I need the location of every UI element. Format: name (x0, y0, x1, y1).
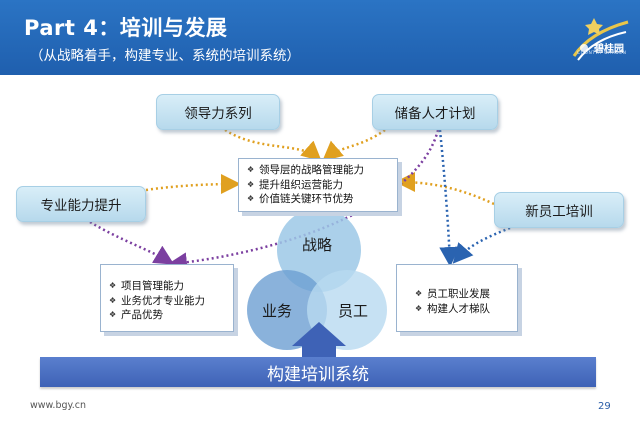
arrow-reserve-to-left (167, 129, 440, 273)
arrow-reserve-to-center (322, 128, 386, 162)
slide-title: Part 4：培训与发展 (24, 16, 228, 40)
list-left: 项目管理能力 业务优才专业能力 产品优势 (100, 264, 234, 332)
list-right-item: 员工职业发展 (415, 287, 509, 302)
arrow-professional-to-left (89, 220, 175, 265)
venn-circle-business (247, 270, 327, 350)
footer-url[interactable]: www.bgy.cn (30, 400, 87, 411)
list-right: 员工职业发展 构建人才梯队 (396, 264, 518, 332)
list-left-item: 项目管理能力 (109, 279, 225, 294)
venn-label-strategy: 战略 (302, 236, 333, 254)
arrow-newstaff-to-center (395, 172, 495, 206)
list-right-item: 构建人才梯队 (415, 302, 509, 317)
list-left-item: 业务优才专业能力 (109, 294, 225, 309)
venn-label-staff: 员工 (338, 302, 369, 320)
node-new-staff-label: 新员工培训 (525, 204, 593, 220)
slide-subtitle: （从战略着手，构建专业、系统的培训系统） (30, 48, 300, 64)
list-center-item: 提升组织运营能力 (247, 178, 389, 193)
list-center-item: 领导层的战略管理能力 (247, 163, 389, 178)
list-center-item: 价值链关键环节优势 (247, 192, 389, 207)
node-leadership: 领导力系列 (156, 94, 280, 130)
node-reserve-label: 储备人才计划 (394, 106, 476, 122)
arrow-reserve-to-right (438, 129, 460, 267)
node-leadership-label: 领导力系列 (184, 106, 252, 122)
banner-build-training-system: 构建培训系统 (40, 357, 596, 387)
logo-text: 碧桂园 (594, 44, 624, 55)
arrow-leadership-to-center (224, 128, 322, 162)
venn-label-business: 业务 (262, 302, 293, 320)
arrow-newstaff-to-right (452, 226, 511, 264)
logo-small-text: COUNTRY GARDEN (577, 51, 627, 56)
node-reserve: 储备人才计划 (372, 94, 498, 130)
list-center: 领导层的战略管理能力 提升组织运营能力 价值链关键环节优势 (238, 158, 398, 212)
page-number: 29 (598, 401, 611, 412)
country-garden-logo-icon (572, 18, 629, 61)
arrow-professional-to-center (145, 174, 241, 195)
slide-header: Part 4：培训与发展 （从战略着手，构建专业、系统的培训系统） 碧桂园 CO… (0, 0, 640, 75)
node-professional-label: 专业能力提升 (40, 198, 122, 214)
list-left-item: 产品优势 (109, 308, 225, 323)
up-arrow-icon (292, 322, 346, 357)
node-professional: 专业能力提升 (16, 186, 146, 222)
node-new-staff: 新员工培训 (494, 192, 624, 228)
